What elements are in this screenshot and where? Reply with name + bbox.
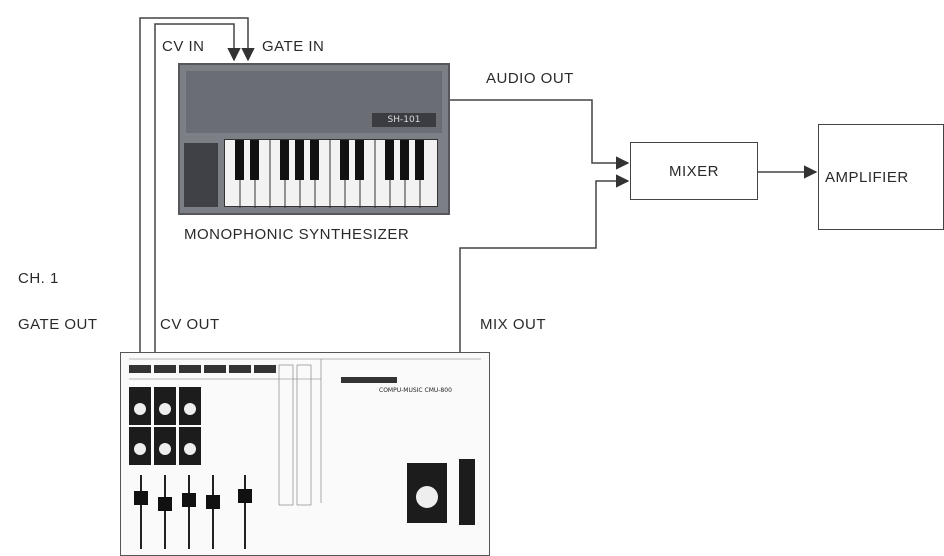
cv-in-label: CV IN bbox=[162, 38, 205, 55]
synth-keyboard bbox=[224, 139, 438, 208]
gate-connection-line bbox=[139, 17, 255, 352]
sequencer-title: COMPU-MUSIC CMU-800 bbox=[379, 387, 452, 394]
gate-out-label: GATE OUT bbox=[18, 316, 98, 333]
channel-label: CH. 1 bbox=[18, 270, 59, 287]
cv-out-label: CV OUT bbox=[160, 316, 220, 333]
synthesizer-image: SH-101 bbox=[178, 63, 450, 215]
sequencer-unit-image: COMPU-MUSIC CMU-800 bbox=[120, 352, 490, 556]
mixer-box: MIXER bbox=[630, 142, 758, 200]
mix-out-label: MIX OUT bbox=[480, 316, 546, 333]
cv-connection-line bbox=[154, 23, 241, 352]
audio-out-label: AUDIO OUT bbox=[486, 70, 574, 87]
monophonic-synthesizer-label: MONOPHONIC SYNTHESIZER bbox=[184, 226, 410, 243]
audio-out-line bbox=[450, 99, 630, 170]
amplifier-box: AMPLIFIER bbox=[818, 124, 944, 230]
gate-in-label: GATE IN bbox=[262, 38, 325, 55]
mix-out-line bbox=[459, 174, 630, 352]
sequencer-panel bbox=[129, 358, 481, 549]
synth-model-badge: SH-101 bbox=[372, 113, 436, 127]
synth-modulation-grip bbox=[184, 143, 218, 207]
keyboard-keys bbox=[235, 140, 424, 208]
